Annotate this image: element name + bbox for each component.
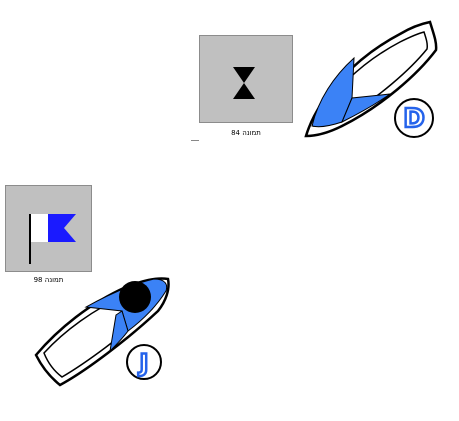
signal-card-d <box>199 35 293 123</box>
flag-icon <box>29 214 76 264</box>
hourglass-icon <box>233 67 255 99</box>
signal-card-j <box>5 185 92 272</box>
caption-j: תמונה 98 <box>33 276 64 284</box>
boat-letter-j: J <box>138 349 149 377</box>
letter-circle-j <box>126 344 162 380</box>
letter-circle-d <box>394 98 434 138</box>
caption-underline <box>191 140 199 141</box>
caption-d: תמונה 84 <box>231 129 261 137</box>
boat-sail <box>311 56 355 128</box>
boat-letter-d: D <box>403 104 425 134</box>
boat-j: J <box>34 277 170 387</box>
boat-d: D <box>304 20 438 138</box>
black-ball <box>119 281 151 313</box>
boat-sail-2 <box>109 310 129 353</box>
boat-sail-2 <box>341 93 392 124</box>
